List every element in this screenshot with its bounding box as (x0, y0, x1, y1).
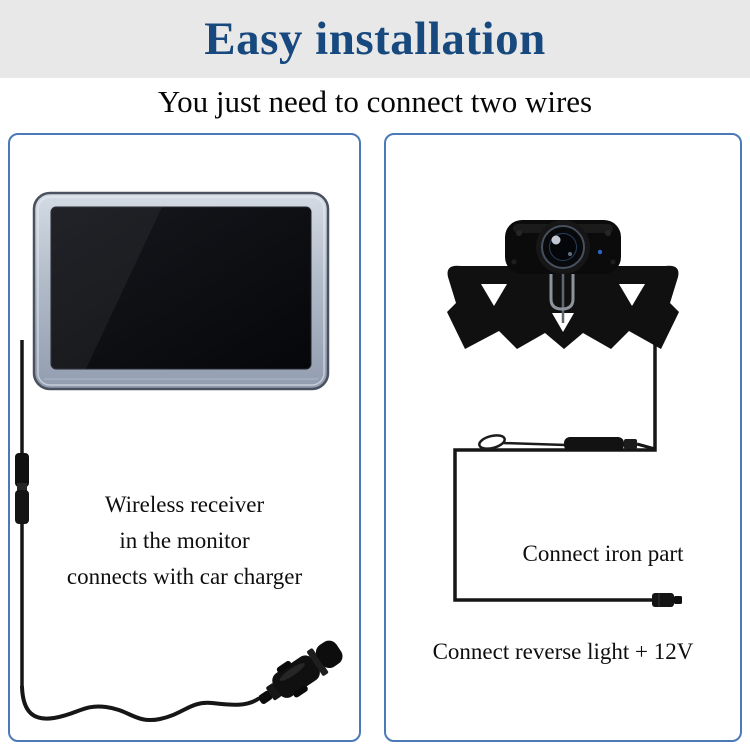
car-charger-plug (258, 640, 343, 704)
bracket-loop-wire (549, 274, 575, 323)
caption-line: Wireless receiver (104, 492, 265, 517)
page-title: Easy installation (204, 12, 546, 65)
caption-line: in the monitor (119, 528, 250, 553)
iron-part-caption: Connect iron part (522, 541, 684, 566)
power-lead-connector (652, 593, 682, 607)
camera-illustration (447, 220, 682, 607)
subtitle: You just need to connect two wires (157, 84, 593, 119)
monitor-screen (50, 206, 312, 370)
camera-screw (605, 230, 611, 236)
camera-lens (536, 220, 590, 274)
monitor-caption: Wireless receiver in the monitor connect… (10, 487, 359, 595)
header-banner: Easy installation (0, 0, 750, 78)
camera-wire (453, 283, 657, 602)
caption-line: connects with car charger (66, 564, 303, 589)
camera (505, 220, 621, 274)
monitor-illustration (15, 191, 343, 723)
reverse-light-caption: Connect reverse light + 12V (432, 639, 694, 664)
monitor (32, 191, 330, 391)
inline-connector (478, 434, 656, 451)
camera-screw (516, 230, 522, 236)
camera-led (597, 249, 603, 255)
camera-panel: Connect iron part Connect reverse light … (384, 133, 742, 742)
monitor-panel: Wireless receiver in the monitor connect… (8, 133, 361, 742)
wire-connector (15, 453, 29, 524)
